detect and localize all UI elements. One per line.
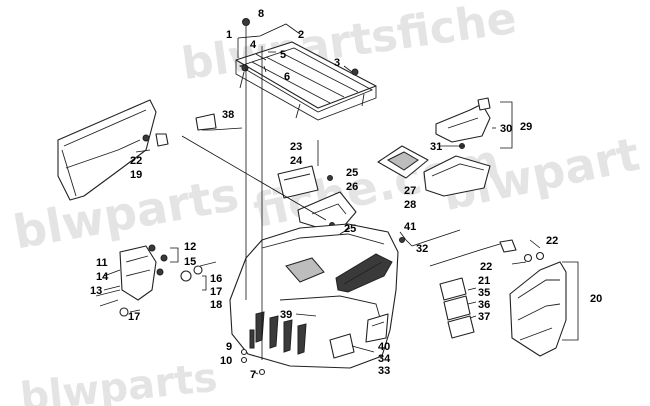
callout-9: 9 <box>226 341 232 353</box>
callout-5: 5 <box>280 49 286 61</box>
callout-39: 39 <box>280 309 292 321</box>
leader-lines <box>103 23 579 375</box>
callout-16: 16 <box>210 273 222 285</box>
callout-4: 4 <box>250 39 257 51</box>
callout-38: 38 <box>222 109 234 121</box>
callout-31: 31 <box>430 141 442 153</box>
callout-26: 26 <box>346 181 358 193</box>
callout-33: 33 <box>378 365 390 377</box>
callout-17-left: 17 <box>128 311 140 323</box>
decal-38 <box>195 113 217 131</box>
callout-37: 37 <box>478 311 490 323</box>
callout-36: 36 <box>478 299 490 311</box>
callout-13: 13 <box>90 285 102 297</box>
callout-30: 30 <box>500 123 512 135</box>
callout-21: 21 <box>478 275 490 287</box>
callout-35: 35 <box>478 287 490 299</box>
fasteners <box>240 18 266 376</box>
callout-34: 34 <box>378 353 391 365</box>
callout-2: 2 <box>298 29 304 41</box>
callout-25-top: 25 <box>346 167 358 179</box>
bracket-23-24 <box>277 165 319 199</box>
callout-24: 24 <box>290 155 303 167</box>
callout-11: 11 <box>96 257 108 269</box>
callout-12: 12 <box>184 241 196 253</box>
callout-8: 8 <box>258 8 264 20</box>
front-fender-hood <box>229 223 405 369</box>
callout-7: 7 <box>250 369 256 381</box>
callout-32: 32 <box>416 243 428 255</box>
callout-40: 40 <box>378 341 390 353</box>
callout-6: 6 <box>284 71 290 83</box>
callout-1: 1 <box>226 29 232 41</box>
callout-23: 23 <box>290 141 302 153</box>
left-side-panel <box>57 99 169 201</box>
left-mudflap <box>95 244 217 317</box>
callout-labels: 8 1 2 4 5 3 6 38 22 19 23 24 25 26 25 30… <box>90 8 602 381</box>
callout-14: 14 <box>96 271 109 283</box>
callout-19: 19 <box>130 169 142 181</box>
callout-29: 29 <box>520 121 532 133</box>
callout-22-left: 22 <box>130 155 142 167</box>
decals-35-37 <box>439 277 475 339</box>
callout-28: 28 <box>404 199 416 211</box>
watermark-bottom: blwparts <box>18 355 219 406</box>
callout-15: 15 <box>184 256 196 268</box>
callout-22-mid: 22 <box>480 261 492 273</box>
callout-20: 20 <box>590 293 602 305</box>
storage-box <box>377 97 491 197</box>
callout-27: 27 <box>404 185 416 197</box>
watermark-middle: blwparts <box>9 167 242 260</box>
front-rack <box>235 41 377 121</box>
callout-25-bottom: 25 <box>344 223 356 235</box>
callout-10: 10 <box>220 355 232 367</box>
callout-22-right: 22 <box>546 235 558 247</box>
callout-18: 18 <box>210 299 222 311</box>
callout-3: 3 <box>334 57 340 69</box>
callout-17-right: 17 <box>210 286 222 298</box>
right-side-panel <box>499 239 567 357</box>
callout-41: 41 <box>404 221 416 233</box>
